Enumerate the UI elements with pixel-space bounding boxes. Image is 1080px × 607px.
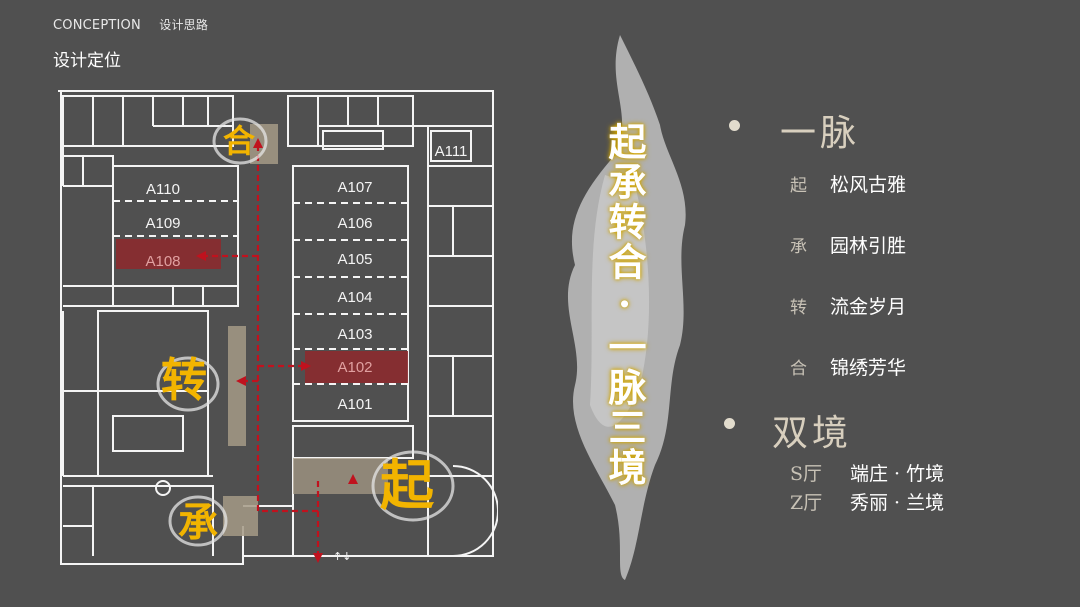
arrow-up (253, 138, 263, 148)
room-a111: A111 (435, 143, 468, 160)
ring-cheng (168, 495, 228, 547)
vertical-title: 起承转合 · 一脉三境 (600, 122, 648, 488)
item-key: S厅 (790, 463, 823, 485)
item-text: 端庄 · 竹境 (850, 463, 945, 485)
bullet-dot-2 (724, 418, 735, 429)
item-text: 锦绣芳华 (830, 357, 907, 379)
room-a101: A101 (337, 396, 372, 413)
arrow-down (313, 553, 323, 563)
ink-shape-2 (590, 175, 650, 427)
page-subtitle: 设计定位 (53, 51, 121, 71)
item-text: 流金岁月 (830, 296, 907, 318)
item-key: 合 (790, 359, 807, 379)
plan-bottom-right (242, 425, 414, 556)
plan-left-mid (63, 285, 239, 307)
ring-he (212, 117, 268, 165)
room-a110: A110 (146, 181, 180, 198)
room-a109: A109 (145, 215, 180, 232)
room-a103: A103 (337, 326, 372, 343)
section1-item-3: 转 流金岁月 (790, 292, 906, 319)
plan-room-block-right (292, 165, 409, 422)
vertical-title-line2: 一脉三境 (602, 327, 647, 488)
flow-path-main (243, 379, 320, 513)
plan-circle (155, 480, 171, 496)
arrow-a102 (301, 361, 311, 371)
item-text: 秀丽 · 兰境 (850, 492, 945, 514)
room-a106: A106 (337, 215, 372, 232)
item-text: 松风古雅 (830, 174, 907, 196)
header-en: CONCEPTION (53, 18, 141, 33)
plan-stair-right (322, 130, 384, 150)
section1-item-1: 起 松风古雅 (790, 170, 906, 197)
arrow-start (348, 474, 358, 484)
plan-left-bottom (63, 485, 214, 556)
ring-qi (371, 450, 455, 522)
highlight-a102 (305, 351, 408, 383)
vertical-title-sep: · (602, 297, 647, 313)
plan-left-top-rooms (62, 95, 234, 147)
section2-title: 双境 (772, 413, 853, 454)
zone-bottom-left (223, 496, 258, 536)
arrow-left (236, 376, 246, 386)
mark-cheng: 承 (178, 499, 218, 546)
room-a108: A108 (145, 253, 180, 270)
zone-mid (228, 326, 246, 446)
item-key: 转 (790, 298, 807, 318)
plan-right-top (287, 95, 414, 147)
room-a107: A107 (337, 179, 372, 196)
exit-arrows: ↑↓ (333, 550, 351, 563)
bullet-dot-1 (729, 120, 740, 131)
header-cn: 设计思路 (159, 18, 209, 32)
header: CONCEPTION 设计思路 (53, 16, 208, 33)
plan-room-a111 (430, 130, 472, 162)
ring-zhuan (156, 356, 220, 412)
plan-far-right (413, 125, 493, 556)
vertical-title-line1: 起承转合 (602, 122, 647, 282)
ink-wash (567, 35, 686, 580)
plan-left-lower (62, 311, 213, 477)
arrow-a108 (196, 251, 206, 261)
room-a104: A104 (337, 289, 372, 306)
plan-circle-right (452, 465, 498, 557)
section1-item-2: 承 园林引胜 (790, 231, 906, 258)
section2-item-1: S厅 端庄 · 竹境 (790, 459, 944, 486)
item-key: Z厅 (790, 492, 823, 514)
section1-title: 一脉 (780, 113, 861, 154)
section2-item-2: Z厅 秀丽 · 兰境 (790, 488, 944, 515)
item-key: 起 (790, 176, 807, 196)
section1-item-4: 合 锦绣芳华 (790, 353, 906, 380)
mark-qi: 起 (380, 453, 435, 517)
item-text: 园林引胜 (830, 235, 907, 257)
room-a105: A105 (337, 251, 372, 268)
mark-zhuan: 转 (161, 353, 207, 407)
mark-he: 合 (223, 122, 255, 160)
room-a102: A102 (337, 359, 372, 376)
floor-plan: A110 A109 A108 A107 A106 A105 A104 A103 … (53, 86, 498, 566)
item-key: 承 (790, 237, 807, 257)
